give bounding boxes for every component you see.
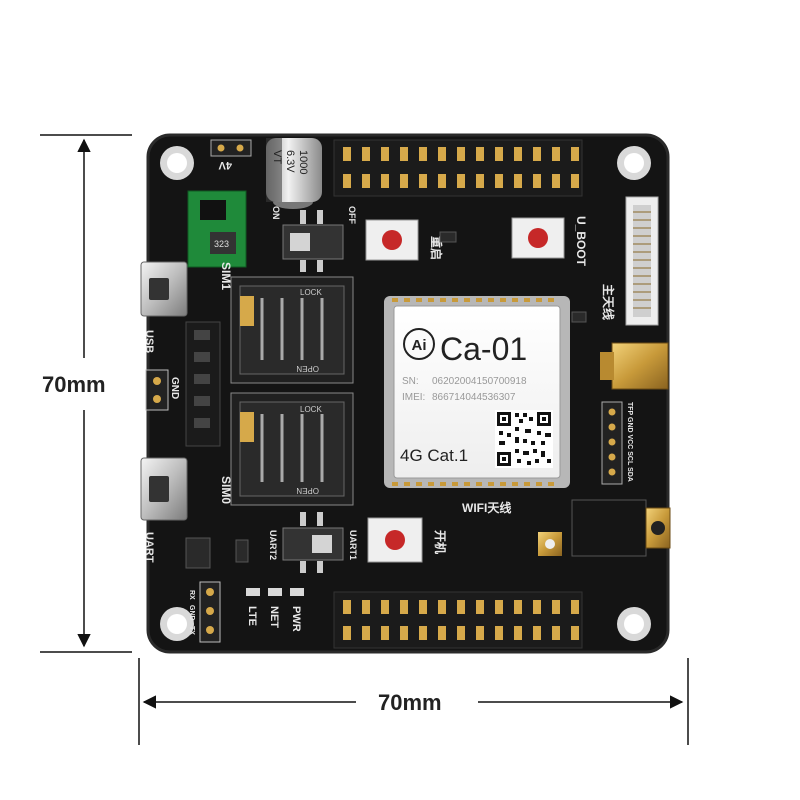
silk-uart2: UART2 [268, 530, 278, 560]
sim1-lock-label: LOCK [300, 288, 322, 297]
qr-code-icon [495, 410, 553, 468]
silk-sim0: SIM0 [219, 476, 233, 504]
height-dimension-label: 70mm [42, 372, 106, 397]
silk-gnd2: GND [188, 605, 195, 621]
silk-on: ON [271, 206, 281, 220]
silk-tx: TX [188, 626, 195, 635]
reset-button[interactable] [365, 219, 419, 261]
height-dimension-line [40, 134, 132, 653]
silk-usb: USB [143, 330, 155, 353]
silk-uart1: UART1 [348, 530, 358, 560]
silk-off: OFF [347, 206, 357, 224]
uboot-button[interactable] [511, 217, 565, 259]
right-pin-pads [601, 401, 623, 485]
sn-label: SN: [402, 376, 419, 387]
sn-value: 06202004150700918 [432, 376, 527, 387]
silk-main-antenna: 主天线 [601, 284, 616, 320]
audio-jack[interactable] [571, 499, 671, 557]
cap-label-6v3: 6.3V [284, 150, 296, 173]
fpc-connector [625, 196, 659, 326]
top-pin-header [333, 139, 583, 197]
sim1-holder[interactable] [230, 276, 354, 384]
uart-port[interactable] [140, 457, 188, 521]
sim0-holder[interactable] [230, 392, 354, 506]
ai-logo-text: Ai [412, 337, 427, 354]
power-jumper [210, 139, 252, 157]
wifi-antenna-connector[interactable] [538, 532, 562, 556]
silk-uart: UART [143, 532, 155, 563]
capacitor [266, 138, 322, 209]
width-dimension-line [138, 658, 689, 745]
silk-rx: RX [188, 590, 195, 600]
uart-switch[interactable] [282, 512, 344, 573]
sim0-lock-label: LOCK [300, 405, 322, 414]
dcdc-module [187, 190, 247, 268]
silk-wifi-antenna: WIFI天线 [462, 500, 511, 515]
left-pin-header [185, 321, 221, 447]
silk-right-pins: TFP GND VCC SCL SDA [626, 402, 633, 482]
cap-label-vt: VT [271, 150, 283, 164]
status-leds [246, 588, 304, 596]
silk-lte: LTE [246, 606, 258, 626]
silk-sim1: SIM1 [219, 262, 233, 290]
silk-power-on: 开机 [433, 530, 448, 554]
bottom-pin-header [333, 591, 583, 649]
imei-value: 866714044536307 [432, 392, 516, 403]
ic-label: 323 [214, 239, 229, 249]
silk-uboot: U_BOOT [574, 216, 588, 267]
cap-label-1000: 1000 [297, 150, 309, 174]
smd-components [185, 231, 587, 569]
main-antenna-connector[interactable] [600, 342, 669, 390]
serial-pin-header [199, 581, 221, 643]
width-dimension-label: 70mm [378, 690, 442, 715]
gnd-pins [145, 369, 169, 411]
power-switch[interactable] [282, 210, 344, 272]
silk-net: NET [268, 606, 280, 628]
module-name: Ca-01 [440, 331, 527, 367]
imei-label: IMEI: [402, 392, 425, 403]
silk-gnd: GND [169, 377, 180, 399]
usb-port[interactable] [140, 261, 188, 317]
mounting-hole-icon [160, 146, 651, 641]
category-label: 4G Cat.1 [400, 446, 468, 465]
power-on-button[interactable] [367, 517, 423, 563]
sim0-open-label: OPEN [296, 486, 319, 495]
sim1-open-label: OPEN [296, 364, 319, 373]
ai-logo [403, 328, 435, 360]
silk-4v: 4V [218, 159, 232, 171]
silk-pwr: PWR [290, 606, 302, 632]
